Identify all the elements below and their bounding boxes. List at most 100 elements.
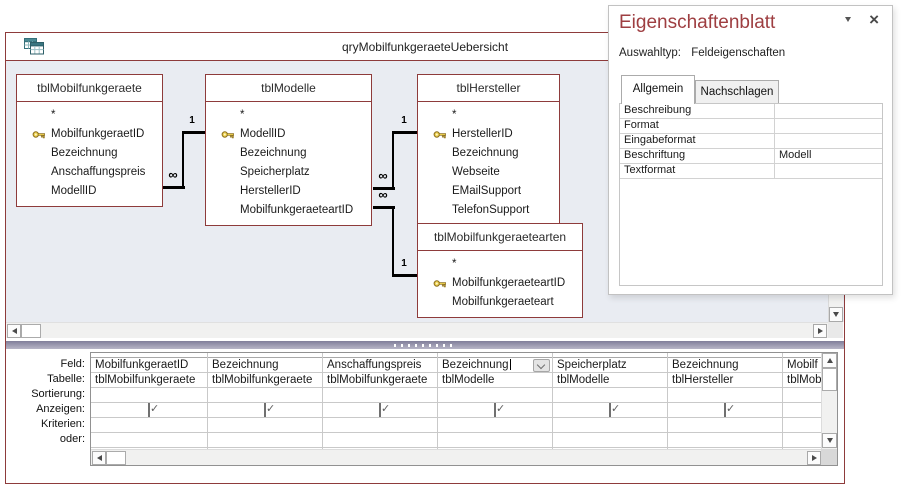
- oder-cell[interactable]: [91, 433, 207, 448]
- grid-horizontal-scrollbar[interactable]: [91, 449, 821, 465]
- sortierung-cell[interactable]: [553, 388, 667, 403]
- scrollbar-thumb[interactable]: [106, 451, 126, 465]
- scroll-down-button[interactable]: [822, 433, 837, 448]
- tabelle-cell[interactable]: tblMobilfunkgeraete: [91, 373, 207, 388]
- property-value[interactable]: [775, 134, 882, 148]
- table-field[interactable]: *: [240, 109, 245, 121]
- column-selector[interactable]: [438, 353, 552, 358]
- feld-cell[interactable]: Anschaffungspreis: [323, 358, 437, 373]
- scroll-left-button[interactable]: [92, 451, 106, 465]
- oder-cell[interactable]: [668, 433, 782, 448]
- table-title[interactable]: tblHersteller: [418, 75, 559, 102]
- scroll-up-button[interactable]: [822, 353, 837, 368]
- column-selector[interactable]: [208, 353, 322, 358]
- tabelle-cell[interactable]: tblMobilfunkgeraete: [208, 373, 322, 388]
- scroll-right-button[interactable]: [807, 451, 821, 465]
- tab-allgemein[interactable]: Allgemein: [621, 75, 695, 104]
- column-selector[interactable]: [323, 353, 437, 358]
- sortierung-cell[interactable]: [91, 388, 207, 403]
- sortierung-cell[interactable]: [438, 388, 552, 403]
- sortierung-cell[interactable]: [783, 388, 821, 403]
- sortierung-cell[interactable]: [323, 388, 437, 403]
- anzeigen-cell[interactable]: [783, 403, 821, 418]
- kriterien-cell[interactable]: [208, 418, 322, 433]
- table-field[interactable]: HerstellerID: [418, 125, 559, 144]
- tabelle-cell[interactable]: tblModelle: [553, 373, 667, 388]
- anzeigen-cell[interactable]: [668, 403, 782, 418]
- oder-cell[interactable]: [783, 433, 821, 448]
- combo-dropdown-icon[interactable]: [533, 359, 550, 372]
- feld-cell[interactable]: Bezeichnung: [668, 358, 782, 373]
- kriterien-cell[interactable]: [91, 418, 207, 433]
- table-field[interactable]: HerstellerID: [240, 185, 301, 197]
- anzeigen-cell[interactable]: [323, 403, 437, 418]
- tabelle-cell[interactable]: tblModelle: [438, 373, 552, 388]
- kriterien-cell[interactable]: [438, 418, 552, 433]
- checkbox-checked-icon[interactable]: [148, 403, 150, 417]
- table-field[interactable]: Anschaffungspreis: [51, 166, 146, 178]
- column-selector[interactable]: [668, 353, 782, 358]
- tabelle-cell[interactable]: tblMob: [783, 373, 821, 388]
- anzeigen-cell[interactable]: [91, 403, 207, 418]
- table-field[interactable]: ModellID: [51, 185, 97, 197]
- feld-cell[interactable]: Bezeichnung: [208, 358, 322, 373]
- oder-cell[interactable]: [553, 433, 667, 448]
- property-value[interactable]: Modell: [779, 149, 812, 161]
- table-field[interactable]: MobilfunkgeraeteartID: [418, 274, 582, 293]
- oder-cell[interactable]: [438, 433, 552, 448]
- table-field[interactable]: Mobilfunkgeraeteart: [452, 296, 554, 308]
- feld-cell[interactable]: Speicherplatz: [553, 358, 667, 373]
- diagram-horizontal-scrollbar[interactable]: [6, 322, 828, 338]
- close-icon[interactable]: ×: [869, 10, 879, 29]
- column-selector[interactable]: [783, 353, 821, 358]
- table-title[interactable]: tblModelle: [206, 75, 371, 102]
- table-title[interactable]: tblMobilfunkgeraetearten: [418, 224, 582, 251]
- table-field[interactable]: MobilfunkgeraetID: [17, 125, 162, 144]
- pane-splitter[interactable]: [6, 341, 844, 349]
- table-field[interactable]: Bezeichnung: [452, 147, 519, 159]
- table-field[interactable]: ModellID: [206, 125, 371, 144]
- property-value[interactable]: [775, 119, 882, 133]
- table-card-tblModelle[interactable]: tblModelle * Mode: [205, 74, 372, 226]
- sortierung-cell[interactable]: [668, 388, 782, 403]
- scroll-down-button[interactable]: [829, 307, 843, 322]
- anzeigen-cell[interactable]: [438, 403, 552, 418]
- scrollbar-thumb[interactable]: [822, 368, 837, 391]
- anzeigen-cell[interactable]: [553, 403, 667, 418]
- table-card-tblMobilfunkgeraetearten[interactable]: tblMobilfunkgeraetearten *: [417, 223, 583, 318]
- property-value[interactable]: [775, 104, 882, 118]
- table-field[interactable]: EMailSupport: [452, 185, 522, 197]
- scrollbar-thumb[interactable]: [21, 324, 41, 338]
- oder-cell[interactable]: [323, 433, 437, 448]
- checkbox-checked-icon[interactable]: [724, 403, 726, 417]
- table-card-tblHersteller[interactable]: tblHersteller * H: [417, 74, 560, 226]
- tabelle-cell[interactable]: tblHersteller: [668, 373, 782, 388]
- feld-cell[interactable]: MobilfunkgeraetID: [91, 358, 207, 373]
- table-field[interactable]: MobilfunkgeraeteartID: [240, 204, 354, 216]
- grid-vertical-scrollbar[interactable]: [821, 353, 837, 449]
- table-card-tblMobilfunkgeraete[interactable]: tblMobilfunkgeraete *: [16, 74, 163, 207]
- scroll-right-button[interactable]: [813, 324, 827, 338]
- table-field[interactable]: Webseite: [452, 166, 500, 178]
- kriterien-cell[interactable]: [323, 418, 437, 433]
- table-field[interactable]: *: [452, 109, 457, 121]
- kriterien-cell[interactable]: [783, 418, 821, 433]
- checkbox-checked-icon[interactable]: [609, 403, 611, 417]
- checkbox-checked-icon[interactable]: [494, 403, 496, 417]
- table-title[interactable]: tblMobilfunkgeraete: [17, 75, 162, 102]
- checkbox-checked-icon[interactable]: [264, 403, 266, 417]
- kriterien-cell[interactable]: [553, 418, 667, 433]
- kriterien-cell[interactable]: [668, 418, 782, 433]
- feld-cell-focused[interactable]: Bezeichnung: [438, 358, 552, 373]
- feld-cell[interactable]: Mobilf: [783, 358, 821, 373]
- column-selector[interactable]: [553, 353, 667, 358]
- table-field[interactable]: *: [51, 109, 56, 121]
- column-selector[interactable]: [91, 353, 207, 358]
- sortierung-cell[interactable]: [208, 388, 322, 403]
- checkbox-checked-icon[interactable]: [379, 403, 381, 417]
- tab-nachschlagen[interactable]: Nachschlagen: [695, 80, 779, 104]
- anzeigen-cell[interactable]: [208, 403, 322, 418]
- panel-dropdown-icon[interactable]: [845, 17, 851, 40]
- table-field[interactable]: Bezeichnung: [51, 147, 118, 159]
- tabelle-cell[interactable]: tblMobilfunkgeraete: [323, 373, 437, 388]
